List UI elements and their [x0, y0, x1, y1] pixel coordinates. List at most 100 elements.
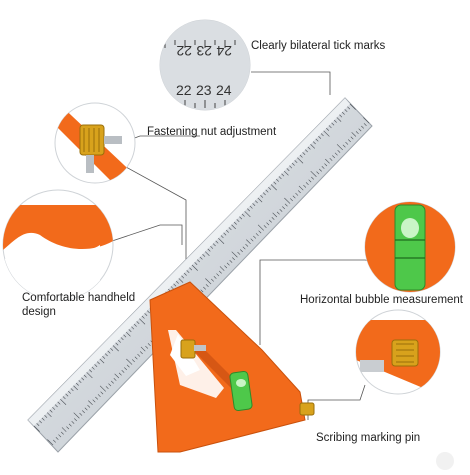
ruler-tick — [257, 224, 264, 231]
ruler-tick — [244, 211, 251, 218]
ruler-tick — [112, 345, 119, 352]
ruler-tick — [113, 378, 117, 381]
ruler-tick — [318, 135, 322, 139]
zoom-number-24-top: 24 — [216, 43, 232, 59]
ruler-tick — [110, 347, 114, 351]
ruler-tick — [97, 394, 101, 398]
ruler-tick — [49, 409, 53, 413]
ruler-tick — [279, 208, 283, 212]
ruler-tick — [126, 358, 133, 365]
ruler-tick — [183, 272, 187, 276]
head-nut — [180, 339, 315, 416]
ruler-tick-marks — [33, 103, 370, 446]
zoom-number-23-bottom: 23 — [196, 82, 212, 98]
ruler-tick — [68, 423, 72, 427]
ruler-tick — [71, 420, 75, 424]
ruler-tick — [345, 141, 349, 145]
ruler-tick — [328, 125, 332, 129]
ruler-tick — [47, 439, 54, 446]
ruler-tick — [141, 315, 145, 319]
ruler-tick — [147, 310, 150, 314]
ruler-tick — [276, 211, 280, 215]
ruler-tick — [321, 166, 325, 169]
ruler-tick — [75, 382, 79, 386]
ruler-tick — [308, 179, 312, 183]
ruler-tick — [341, 111, 345, 115]
ruler-tick — [100, 391, 104, 395]
ruler-tick — [145, 345, 149, 349]
ruler-tick — [331, 122, 335, 126]
ruler-tick — [310, 170, 317, 177]
ruler-tick — [123, 334, 127, 338]
ruler-tick — [311, 176, 314, 180]
ruler-tick — [226, 229, 229, 233]
ruler-tick — [334, 152, 338, 156]
ruler-tick — [239, 249, 243, 253]
square-head — [149, 281, 306, 453]
ruler-tick — [233, 221, 237, 225]
ruler-tick — [218, 237, 225, 244]
ruler-tick — [281, 173, 285, 177]
ruler-tick — [62, 396, 66, 400]
ruler-tick — [229, 259, 233, 263]
ruler-tick — [54, 404, 58, 408]
ruler-tick — [246, 239, 251, 245]
ruler-tick — [262, 192, 266, 196]
ruler-tick — [283, 170, 289, 176]
ruler-tick — [284, 197, 291, 204]
ruler-tick — [265, 189, 269, 193]
ruler-tick — [297, 190, 301, 194]
ruler-tick — [95, 396, 99, 400]
ruler-tick — [57, 401, 61, 405]
ruler-tick — [307, 146, 311, 150]
callout-tick-marks: Clearly bilateral tick marks — [251, 40, 386, 52]
ruler-tick — [87, 404, 91, 408]
ruler-tick — [58, 434, 62, 438]
ruler-tick — [140, 346, 146, 352]
ruler-tick — [126, 364, 130, 368]
ruler-tick — [70, 388, 74, 392]
ruler-blade — [27, 97, 373, 453]
ruler-tick — [200, 289, 204, 293]
ruler-tick — [175, 280, 179, 284]
ruler-tick — [268, 186, 272, 190]
ruler-tick — [114, 373, 120, 379]
ruler-tick — [81, 377, 85, 381]
ruler-tick — [73, 412, 80, 419]
ruler-tick — [351, 132, 357, 137]
ruler-tick — [219, 266, 225, 271]
ruler-tick — [344, 109, 348, 113]
ruler-tick — [33, 425, 40, 432]
ruler-tick — [108, 383, 112, 387]
ruler-tick — [197, 259, 200, 263]
ruler-tick — [211, 278, 214, 282]
ruler-tick — [270, 184, 277, 191]
ruler-tick — [268, 219, 272, 223]
zoom-number-22-top: 22 — [176, 43, 192, 59]
ruler-tick — [299, 154, 303, 158]
ruler-tick — [66, 426, 70, 430]
ruler-tick — [220, 235, 224, 239]
ruler-tick — [46, 412, 52, 418]
ruler-tick — [60, 398, 67, 405]
ruler-tick — [295, 192, 299, 196]
callout-fastening-nut: Fastening nut adjustment — [147, 126, 277, 138]
ruler-tick — [249, 205, 253, 209]
ruler-tick — [278, 176, 282, 180]
ruler-tick — [137, 353, 141, 357]
ruler-tick — [252, 203, 256, 206]
ruler-tick — [134, 356, 138, 360]
ruler-tick — [316, 171, 320, 175]
ruler-tick — [104, 353, 108, 357]
ruler-tick — [263, 225, 267, 228]
ruler-tick — [99, 385, 106, 392]
ruler-tick — [52, 407, 56, 410]
ruler-tick — [147, 343, 151, 347]
ruler-tick — [226, 262, 230, 266]
ruler-tick — [207, 248, 211, 252]
ruler-tick — [128, 329, 132, 333]
ruler-tick — [213, 276, 217, 279]
ruler-tick — [228, 227, 232, 231]
ruler-tick — [199, 256, 203, 260]
ruler-tick — [60, 431, 64, 435]
